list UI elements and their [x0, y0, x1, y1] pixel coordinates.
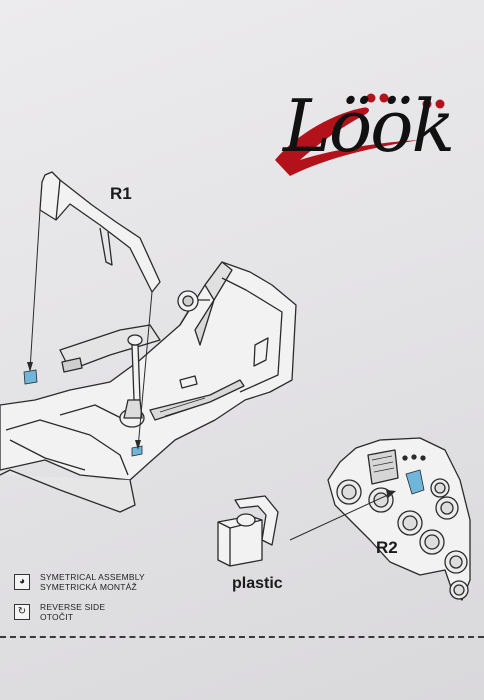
logo-swoosh	[275, 93, 445, 176]
symmetry-icon: ◕	[14, 574, 30, 590]
arrow-heads	[27, 362, 396, 498]
r1-panel-part	[39, 171, 161, 293]
legend-line2: SYMETRICKÁ MONTÁŽ	[40, 582, 137, 592]
part-label-r1: R1	[110, 184, 132, 203]
reverse-icon: ↻	[14, 604, 30, 620]
highlight-marks	[23, 369, 425, 495]
logo-text: Löök	[283, 84, 455, 168]
r2-panel-part	[327, 437, 471, 601]
legend-line1: SYMETRICAL ASSEMBLY	[40, 572, 145, 582]
part-label-r2: R2	[376, 538, 398, 557]
plastic-part	[217, 495, 279, 567]
part-label-plastic: plastic	[232, 575, 283, 592]
brand-logo: Löök	[255, 70, 484, 180]
cockpit-tub	[0, 261, 297, 513]
cut-line	[0, 636, 484, 638]
guide-lines	[29, 209, 393, 541]
legend-line2: OTOČIT	[40, 612, 74, 622]
legend-line1: REVERSE SIDE	[40, 602, 106, 612]
